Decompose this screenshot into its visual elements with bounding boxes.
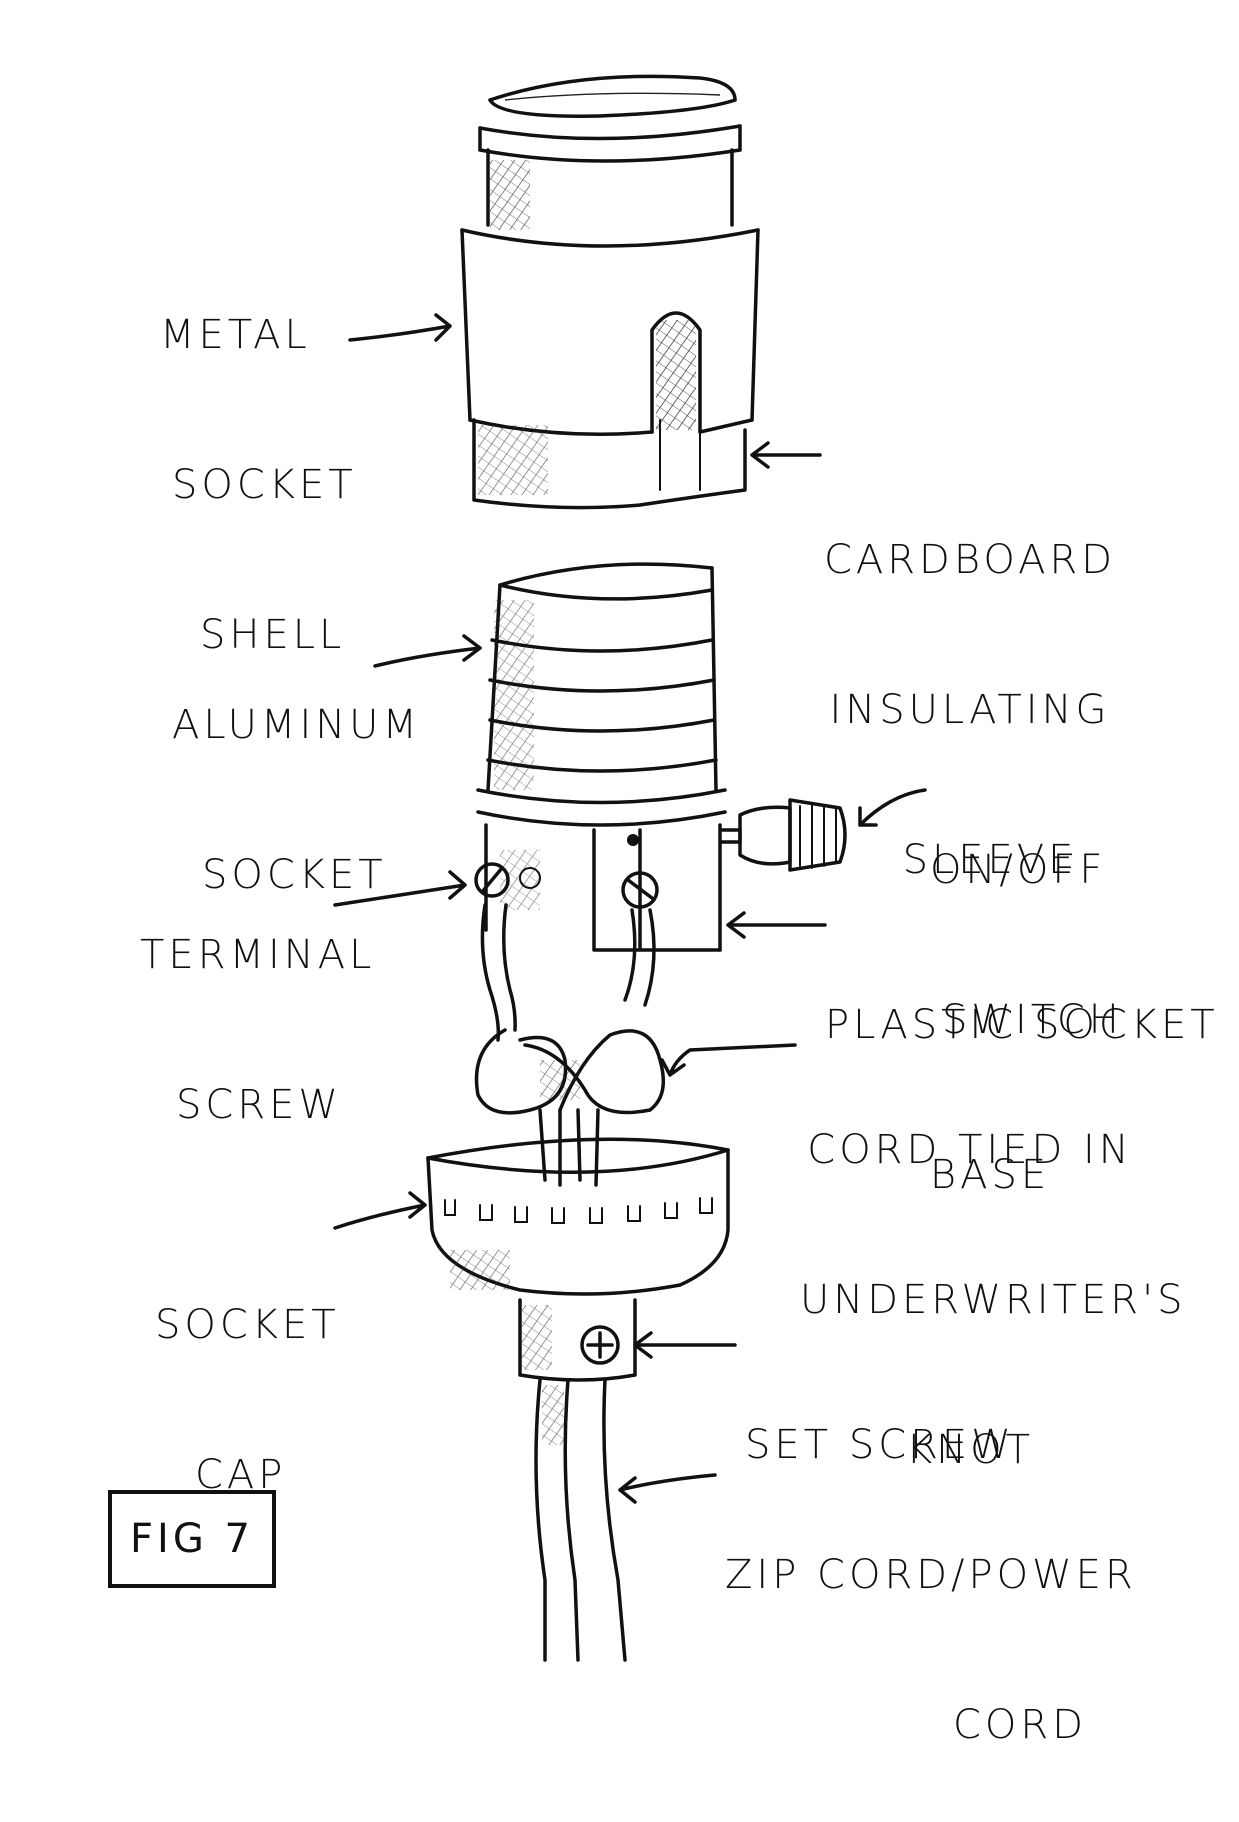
underwriters-knot (474, 903, 666, 1187)
label-line: SLEEVE (902, 837, 1078, 883)
label-on-off-switch: ON/OFF SWITCH (930, 745, 1123, 1095)
cardboard-insulating-sleeve (472, 418, 747, 510)
arrow-plastic-base (726, 911, 827, 939)
label-line: SOCKET (172, 462, 357, 508)
label-line: UNDERWRITER'S (800, 1277, 1187, 1323)
arrow-switch (858, 788, 927, 827)
arrow-cardboard (750, 441, 822, 469)
arrow-socket-cap (333, 1191, 427, 1230)
arrow-zip-cord (618, 1473, 717, 1504)
arrow-set-screw (633, 1331, 737, 1359)
label-line: CORD TIED IN (807, 1127, 1133, 1173)
zip-cord (534, 1378, 627, 1662)
label-set-screw: SET SCREW (745, 1320, 1015, 1520)
label-line: BASE (929, 1152, 1051, 1198)
label-line: CARDBOARD (823, 537, 1117, 583)
label-line: SWITCH (942, 997, 1123, 1043)
label-line: KNOT (905, 1427, 1035, 1473)
label-underwriters-knot: CORD TIED IN UNDERWRITER'S KNOT (800, 1025, 1187, 1525)
label-line: ALUMINUM (172, 702, 421, 748)
label-cardboard-insulating-sleeve: CARDBOARD INSULATING SLEEVE (820, 435, 1120, 935)
aluminum-socket (476, 562, 727, 827)
label-line: SCREW (176, 1082, 342, 1128)
label-line: SOCKET (202, 852, 387, 898)
label-aluminum-socket: ALUMINUM SOCKET (172, 600, 421, 950)
plastic-socket-base (484, 823, 722, 952)
figure-label: FIG 7 (108, 1490, 276, 1588)
label-terminal-screw: TERMINAL SCREW (140, 830, 375, 1180)
set-screw (518, 1298, 637, 1382)
leader-arrows (333, 313, 927, 1504)
switch-knob (720, 798, 847, 872)
label-zip-cord: ZIP CORD/POWER CORD (725, 1450, 1137, 1800)
label-line: ON/OFF (930, 847, 1107, 893)
label-line: SET SCREW (745, 1422, 1015, 1468)
label-line: TERMINAL (140, 932, 376, 978)
label-line: CORD (952, 1702, 1087, 1748)
label-metal-socket-shell: METAL SOCKET SHELL (160, 210, 357, 710)
label-line: PLASTIC SOCKET (825, 1002, 1219, 1048)
arrow-knot (660, 1043, 797, 1077)
arrow-terminal (333, 870, 467, 907)
label-plastic-socket-base: PLASTIC SOCKET BASE (825, 900, 1219, 1250)
arrow-metal-shell (348, 313, 452, 342)
socket-cap (426, 1137, 730, 1296)
label-line: SOCKET (155, 1302, 340, 1348)
label-line: SHELL (200, 612, 346, 658)
label-line: INSULATING (829, 687, 1111, 733)
arrow-aluminum (373, 634, 482, 668)
terminal-screw-right (621, 871, 659, 909)
terminal-screw-left (474, 862, 541, 898)
metal-socket-shell (460, 74, 760, 437)
label-line: ZIP CORD/POWER (725, 1552, 1137, 1598)
label-line: METAL (160, 312, 311, 358)
